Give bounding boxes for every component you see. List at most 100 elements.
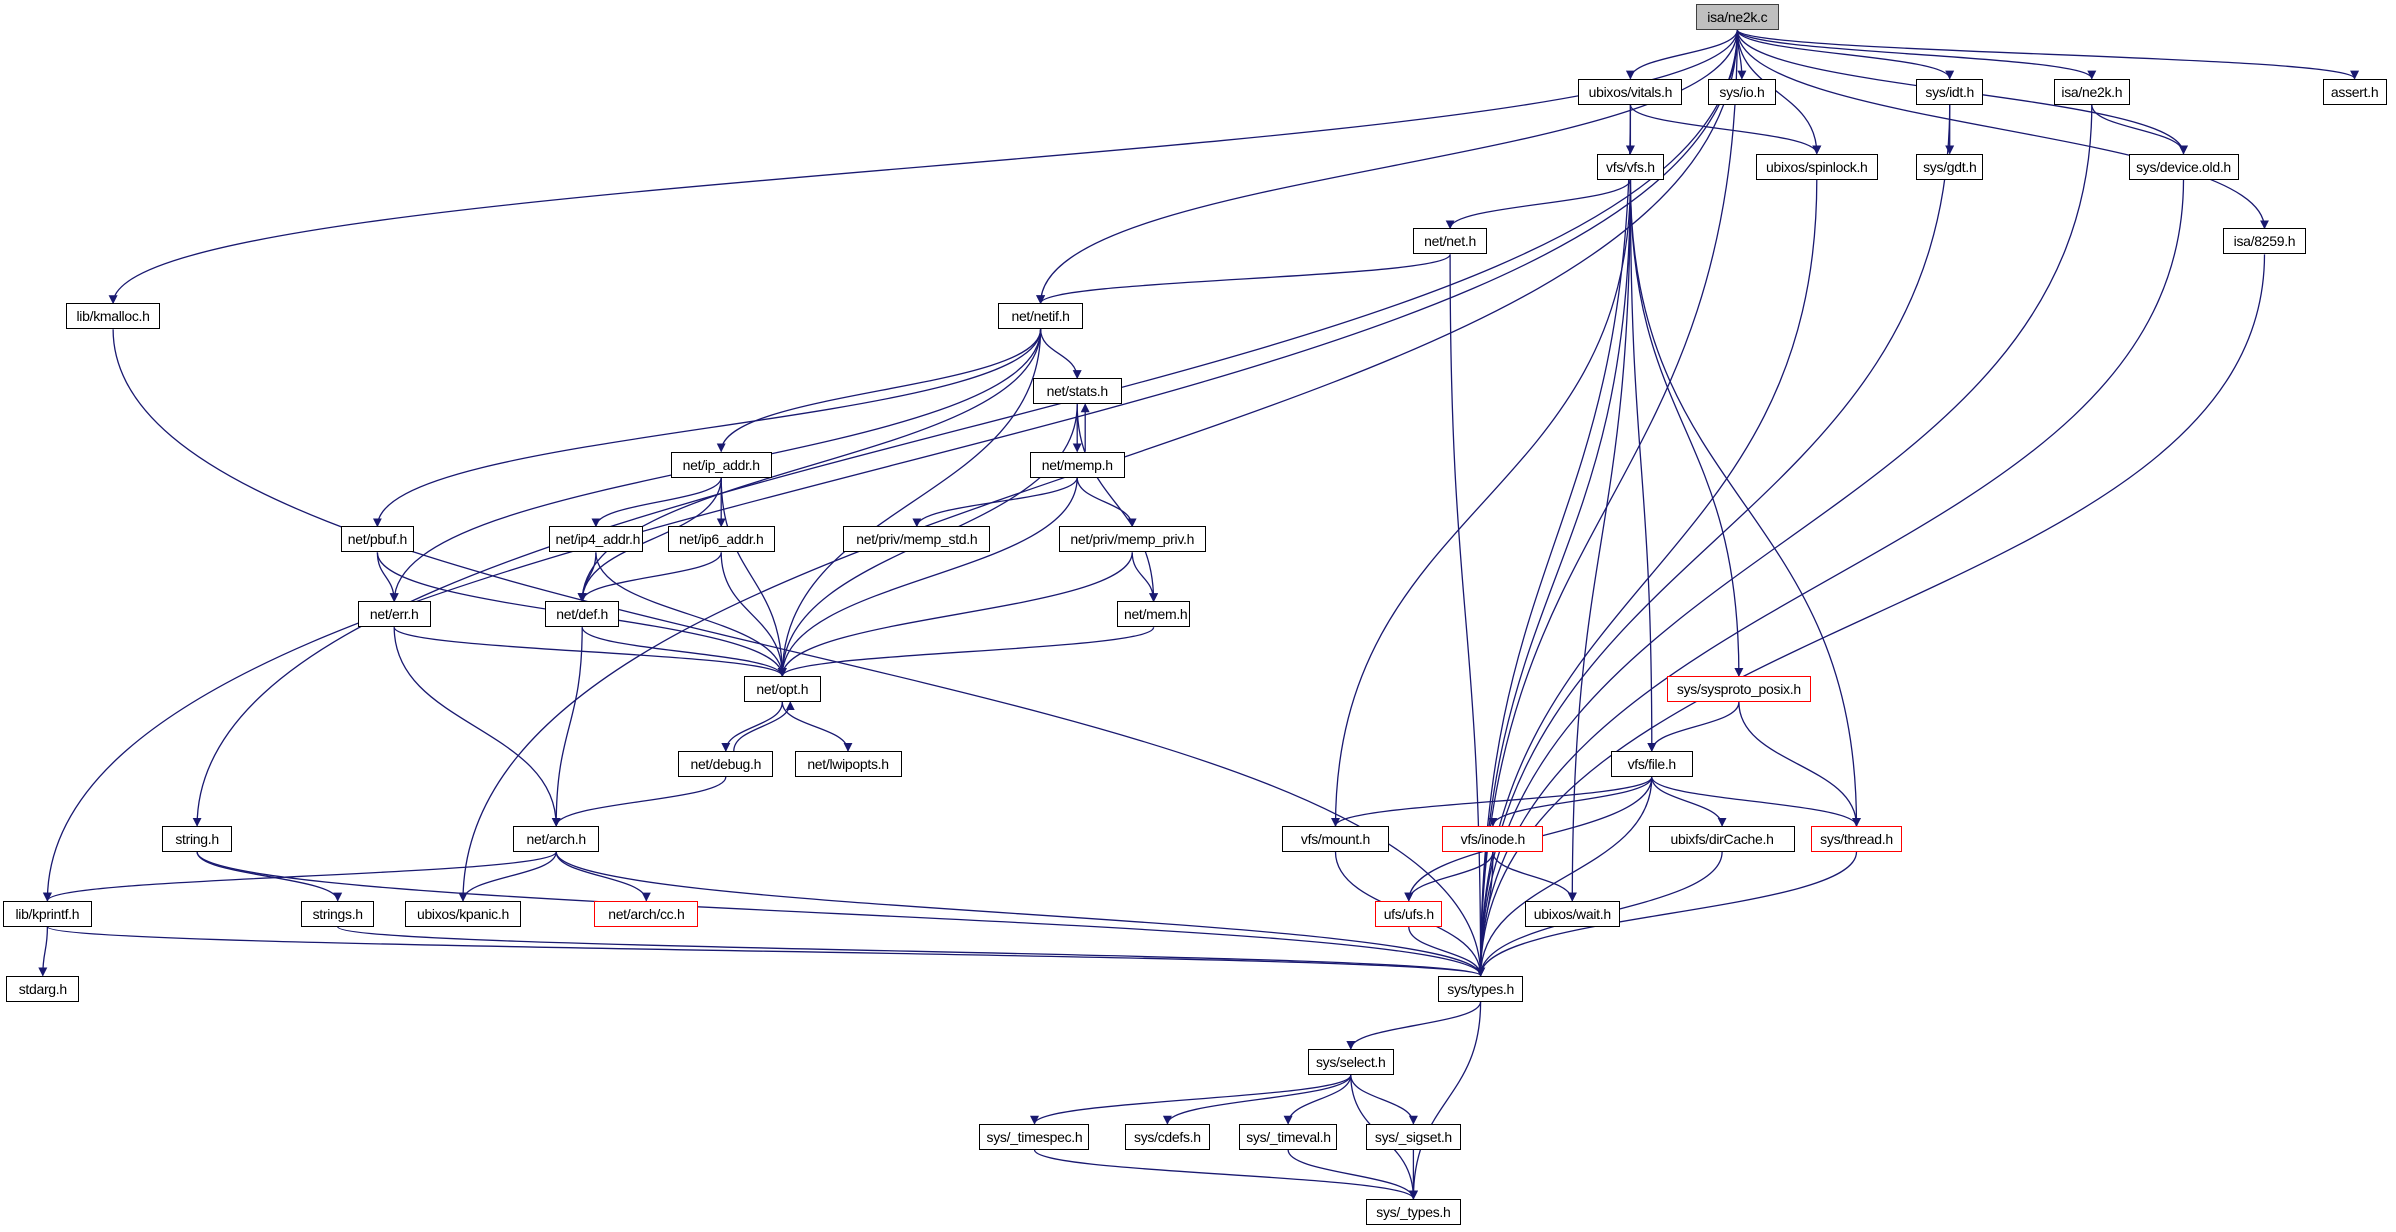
graph-node[interactable]: net/lwipopts.h xyxy=(794,751,902,777)
graph-node[interactable]: net/opt.h xyxy=(744,676,821,703)
graph-node[interactable]: ubixos/spinlock.h xyxy=(1755,153,1878,180)
edge-netif-to-def xyxy=(577,329,1042,603)
edge-memp-to-mempstd xyxy=(912,477,1078,528)
edge-memp-to-opt xyxy=(777,477,1078,677)
edge-netif-to-stats xyxy=(1039,329,1082,380)
edge-kprintf-to-types xyxy=(46,926,1485,977)
edge-kmalloc-to-types xyxy=(112,329,1486,977)
graph-node[interactable]: vfs/file.h xyxy=(1610,751,1693,777)
graph-node: net/arch/cc.h xyxy=(594,900,699,927)
edge-file-to-types xyxy=(1476,776,1653,977)
graph-node[interactable]: lib/kmalloc.h xyxy=(65,303,161,330)
graph-node[interactable]: net/stats.h xyxy=(1032,378,1122,405)
graph-node[interactable]: sys/types.h xyxy=(1437,975,1524,1002)
edge-inode-to-types xyxy=(1476,851,1494,977)
root-node: isa/ne2k.c xyxy=(1696,3,1779,30)
graph-node[interactable]: net/def.h xyxy=(545,601,619,628)
edge-vitals-to-spinlock xyxy=(1629,104,1822,155)
edge-file-to-thread xyxy=(1651,776,1861,827)
edge-ne2k_c-to-idt xyxy=(1736,29,1955,80)
graph-node[interactable]: assert.h xyxy=(2322,78,2387,105)
edge-ne2k_c-to-assert xyxy=(1736,29,2359,80)
graph-node[interactable]: net/mem.h xyxy=(1116,601,1191,628)
edge-file-to-mount xyxy=(1331,776,1653,827)
edge-vfs-to-sysproto xyxy=(1629,179,1744,677)
edge-ip4-to-opt xyxy=(595,552,787,677)
graph-node: sys/sysproto_posix.h xyxy=(1667,676,1811,703)
edge-ne2k_c-to-spinlock xyxy=(1736,29,1822,155)
edge-ne2k_h-to-types xyxy=(1476,104,2093,977)
edge-arch-to-types xyxy=(555,851,1485,977)
graph-node[interactable]: sys/_timeval.h xyxy=(1239,1123,1337,1150)
edge-types-to-_types xyxy=(1408,1001,1482,1200)
edge-ne2k_c-to-types xyxy=(1476,29,1738,977)
graph-node[interactable]: net/priv/memp_priv.h xyxy=(1058,526,1206,553)
edge-file-to-dircache xyxy=(1651,776,1727,827)
graph-node[interactable]: stdarg.h xyxy=(6,975,80,1002)
graph-node[interactable]: sys/io.h xyxy=(1708,78,1776,105)
edge-strings-to-types xyxy=(337,926,1485,977)
edge-stats-to-mem xyxy=(1076,404,1159,603)
graph-node[interactable]: net/net.h xyxy=(1413,228,1487,255)
graph-node[interactable]: sys/idt.h xyxy=(1916,78,1984,105)
graph-node[interactable]: net/netif.h xyxy=(997,303,1084,330)
graph-node[interactable]: net/arch.h xyxy=(513,825,599,852)
edge-arch-to-kprintf xyxy=(43,851,557,902)
graph-node[interactable]: vfs/mount.h xyxy=(1281,825,1389,852)
edge-def-to-opt xyxy=(581,627,787,677)
graph-node[interactable]: lib/kprintf.h xyxy=(3,900,92,927)
edge-memppriv-to-opt xyxy=(777,552,1133,677)
graph-node[interactable]: net/memp.h xyxy=(1029,451,1125,478)
edge-debug-to-opt xyxy=(733,701,795,752)
edge-ne2k_h-to-deviceold xyxy=(2091,104,2188,155)
edge-vfs-to-thread xyxy=(1629,179,1861,827)
edge-netif-to-opt xyxy=(777,329,1042,677)
graph-node: sys/thread.h xyxy=(1810,825,1903,852)
edge-ne2k_c-to-string xyxy=(192,29,1738,827)
graph-node[interactable]: net/ip6_addr.h xyxy=(667,526,775,553)
graph-node[interactable]: isa/ne2k.h xyxy=(2053,78,2131,105)
edge-select-to-timespec xyxy=(1030,1074,1352,1125)
graph-node[interactable]: ubixos/vitals.h xyxy=(1578,78,1683,105)
edge-inode-to-wait xyxy=(1492,851,1577,902)
graph-node[interactable]: net/debug.h xyxy=(678,751,774,777)
edge-string-to-strings xyxy=(196,851,343,902)
edge-inode-to-ufs xyxy=(1404,851,1494,902)
graph-node[interactable]: net/ip4_addr.h xyxy=(548,526,644,553)
graph-node[interactable]: net/priv/memp_std.h xyxy=(843,526,991,553)
graph-node[interactable]: net/err.h xyxy=(357,601,431,628)
edge-vfs-to-wait xyxy=(1567,179,1632,902)
edge-ip4-to-def xyxy=(577,552,597,603)
edge-select-to-timeval xyxy=(1283,1074,1352,1125)
graph-node[interactable]: sys/cdefs.h xyxy=(1124,1123,1211,1150)
edge-mem-to-opt xyxy=(777,626,1155,677)
graph-node[interactable]: net/pbuf.h xyxy=(340,526,415,553)
edge-sysproto-to-thread xyxy=(1738,702,1861,827)
edge-thread-to-types xyxy=(1476,851,1858,977)
graph-node[interactable]: sys/gdt.h xyxy=(1916,153,1984,180)
graph-node[interactable]: sys/_types.h xyxy=(1366,1198,1461,1225)
edge-err-to-arch xyxy=(393,627,561,827)
graph-node[interactable]: ubixfs/dirCache.h xyxy=(1648,825,1796,852)
edge-file-to-inode xyxy=(1488,776,1653,827)
edge-ipaddr-to-ip4 xyxy=(591,477,722,528)
edge-string-to-types xyxy=(196,851,1485,977)
graph-node[interactable]: strings.h xyxy=(301,900,375,927)
graph-node[interactable]: sys/_sigset.h xyxy=(1366,1123,1461,1150)
edge-timespec-to-_types xyxy=(1033,1149,1418,1200)
graph-node[interactable]: sys/device.old.h xyxy=(2128,153,2239,180)
graph-node[interactable]: net/ip_addr.h xyxy=(670,451,772,478)
edge-vfs-to-file xyxy=(1629,179,1657,752)
graph-node[interactable]: ubixos/wait.h xyxy=(1524,900,1620,927)
edge-kprintf-to-stdarg xyxy=(38,926,49,977)
graph-node[interactable]: vfs/vfs.h xyxy=(1596,153,1664,180)
edge-vfs-to-types xyxy=(1476,179,1632,977)
graph-node[interactable]: string.h xyxy=(161,825,233,852)
graph-node[interactable]: sys/select.h xyxy=(1307,1048,1394,1075)
edge-netif-to-ipaddr xyxy=(716,329,1042,453)
edge-vfs-to-mount xyxy=(1331,179,1632,827)
graph-node[interactable]: isa/8259.h xyxy=(2223,228,2306,255)
graph-node[interactable]: sys/_timespec.h xyxy=(979,1123,1090,1150)
graph-node[interactable]: ubixos/kpanic.h xyxy=(404,900,522,927)
